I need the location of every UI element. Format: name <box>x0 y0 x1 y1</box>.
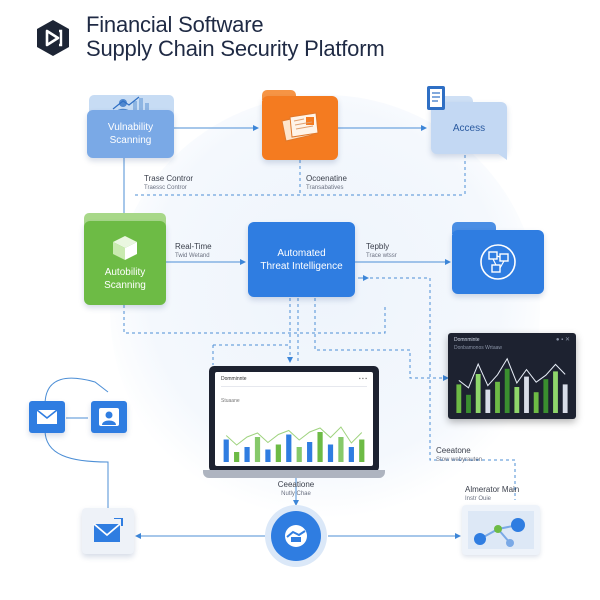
dark-chart-bar <box>553 371 558 413</box>
play-logo-icon <box>37 20 69 56</box>
clipboard-icon <box>427 86 445 110</box>
laptop-chart-bar <box>234 452 240 462</box>
dark-panel-subheader: Donbamonos Wrtaaw <box>454 345 502 351</box>
node-access[interactable]: Access <box>425 82 511 162</box>
user-profile-icon <box>99 408 119 426</box>
laptop-subheader: Stuaane <box>221 398 240 404</box>
laptop-chart-bar <box>317 432 323 462</box>
node-hub-circle[interactable] <box>265 505 327 567</box>
node-dark-dashboard[interactable]: Domnminte Donbamonos Wrtaaw ● ▪ ✕ <box>448 333 576 419</box>
laptop-chart-bar <box>359 439 365 462</box>
laptop-chart-bar <box>338 437 344 462</box>
laptop-chart-bar <box>286 434 292 462</box>
edge-left-loop-top <box>44 377 109 406</box>
mail-icon <box>36 409 58 424</box>
hub-handshake-icon <box>285 525 307 547</box>
dark-chart-bar <box>485 389 491 413</box>
dark-chart-bar <box>456 384 462 413</box>
document-stack-icon <box>281 112 319 142</box>
dark-chart-bar <box>466 394 471 413</box>
dark-chart-bar <box>504 368 510 413</box>
vuln-scanning-label: Vulnability Scanning <box>107 122 154 146</box>
laptop-controls-icon: ▪ ▪ ▪ <box>358 376 367 382</box>
laptop-chart-bar <box>244 447 250 462</box>
dark-chart-bar <box>562 384 568 413</box>
node-automated-threat-intel[interactable]: Automated Threat Intelligence <box>248 222 355 297</box>
node-email-left[interactable] <box>29 401 65 433</box>
dark-chart-bar <box>514 387 520 413</box>
laptop-chart <box>223 426 365 462</box>
network-nodes-icon <box>480 244 516 280</box>
node-mail-bottom[interactable] <box>82 508 134 554</box>
node-orange-documents[interactable] <box>262 90 338 160</box>
edge-label-compliance-mid: Ceeatione Nutly Chae <box>277 480 315 497</box>
laptop-chart-trend-line <box>225 426 363 446</box>
dark-chart-bar <box>475 374 481 413</box>
node-laptop-dashboard[interactable]: Domminnte ▪ ▪ ▪ Stuaane <box>203 366 385 478</box>
edge-label-trace-control: Trase Contror Traessc Contror <box>144 174 194 191</box>
laptop-chart-bar <box>327 444 334 462</box>
dark-panel-header: Domnminte <box>454 337 480 343</box>
laptop-chart-bar <box>296 447 302 462</box>
dark-chart-trend-line <box>458 357 566 389</box>
node-green-scanning[interactable]: Autobility Scanning <box>84 213 166 305</box>
dark-chart-bar <box>524 376 529 413</box>
laptop-chart-bar <box>223 439 229 462</box>
laptop-chart-bar <box>254 437 261 462</box>
dark-chart-bar <box>543 379 549 413</box>
laptop-chart-bar <box>307 442 313 462</box>
laptop-header: Domminnte <box>221 376 247 382</box>
dark-chart-bar <box>495 381 500 413</box>
access-label: Access <box>452 122 486 134</box>
edge-label-monitor: Almerator Main Instr Ouie <box>465 485 520 502</box>
envelope-send-icon <box>93 518 123 542</box>
laptop-chart-bar <box>275 444 281 462</box>
laptop-chart-bar <box>265 449 271 462</box>
green-scanning-label: Autobility Scanning <box>104 267 146 291</box>
edge-dashed-right <box>358 277 516 500</box>
node-monitor-bottom[interactable] <box>462 505 540 555</box>
edge-label-opensource: Ocoenatine Transabatives <box>306 174 347 191</box>
node-user-left[interactable] <box>91 401 127 433</box>
node-vuln-scanning[interactable]: Vulnability Scanning <box>87 95 174 158</box>
edge-dashed-mid <box>123 305 386 334</box>
laptop-chart-bar <box>348 447 354 462</box>
dark-chart-bar <box>533 392 539 413</box>
edge-label-compliance-right: Ceeatone Stow webyrauten <box>436 446 483 463</box>
edge-label-realtime: Real-Time Twid Wetand <box>175 242 212 259</box>
edge-label-tepbly: Tepbly Trace wtssr <box>366 242 397 259</box>
edge-left-loop-bottom <box>44 429 109 510</box>
dark-panel-controls-icon: ● ▪ ✕ <box>555 337 570 343</box>
title-line-1: Financial Software <box>86 12 264 37</box>
dark-panel-chart <box>456 357 568 413</box>
node-network-folder[interactable] <box>452 222 544 294</box>
title-line-2: Supply Chain Security Platform <box>86 36 385 61</box>
network-graph-icon <box>468 511 534 549</box>
automated-label: Automated Threat Intelligence <box>260 247 343 272</box>
cube-stack-icon <box>113 236 137 260</box>
